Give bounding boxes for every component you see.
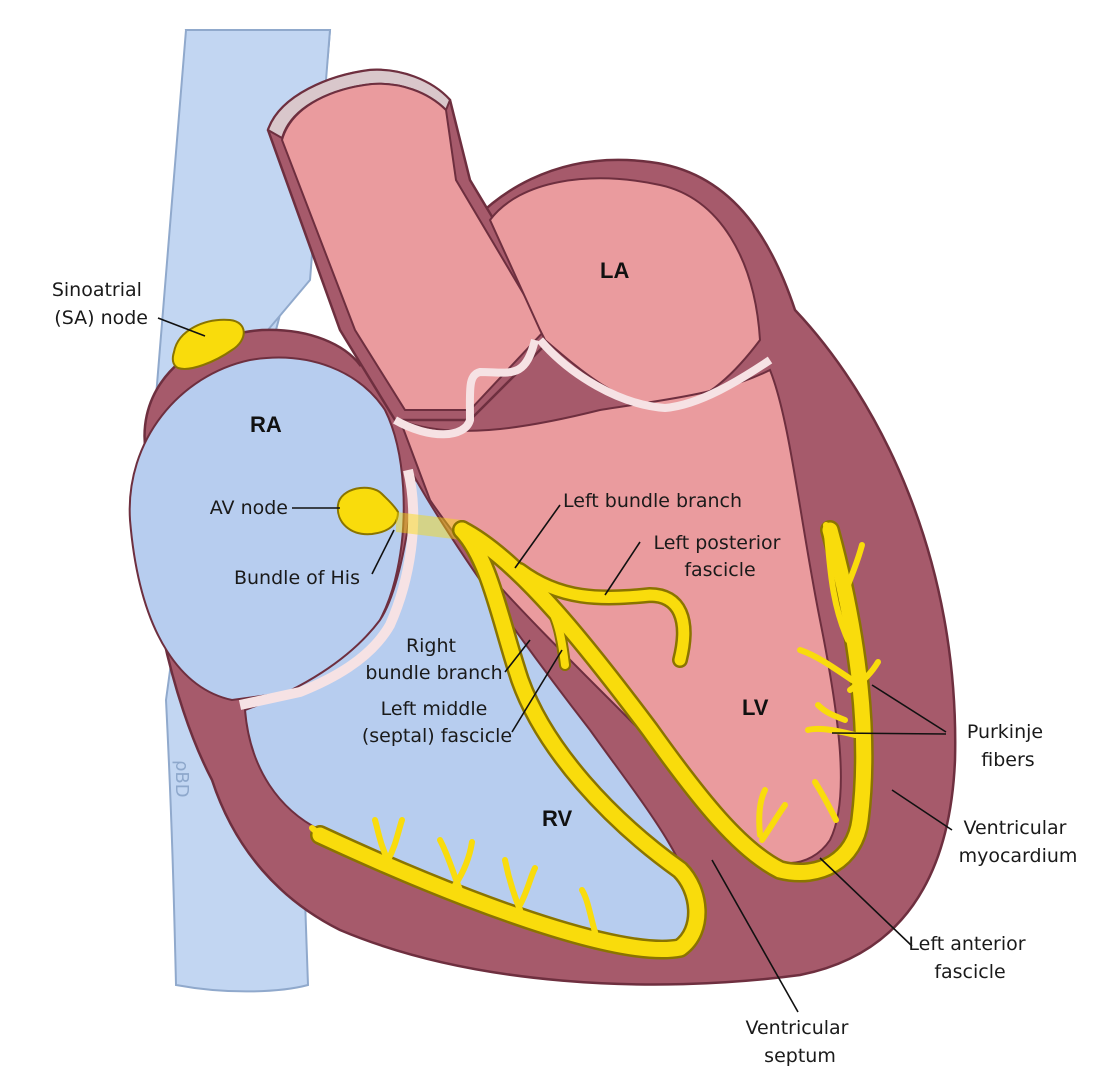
purkinje-twigs-rv xyxy=(309,817,598,935)
right-bundle-branch-path xyxy=(312,522,705,958)
chamber-label-lv: LV xyxy=(742,695,769,720)
leader-bundle-his xyxy=(371,529,395,575)
sa-node-shape xyxy=(171,318,245,370)
callout-labels: Sinoatrial (SA) node AV node Bundle of H… xyxy=(52,279,1078,1067)
chamber-label-la: LA xyxy=(600,258,629,283)
artist-signature: ρBD xyxy=(171,760,192,798)
label-purkinje-fibers: Purkinje fibers xyxy=(967,721,1049,771)
valve-mitral xyxy=(536,337,773,413)
leader-left-anterior xyxy=(819,857,913,947)
leader-left-middle xyxy=(511,649,563,733)
chamber-label-rv: RV xyxy=(542,806,572,831)
av-node-shape xyxy=(336,486,400,536)
label-right-bundle-branch: Right bundle branch xyxy=(365,635,502,684)
label-av-node: AV node xyxy=(210,497,288,519)
aorta-lumen xyxy=(280,82,547,411)
interatrial-septum xyxy=(238,468,419,710)
bundle-of-his-shape xyxy=(396,512,462,540)
leader-myocardium xyxy=(891,789,953,831)
leader-lines xyxy=(157,317,953,1013)
leader-purkinje-2 xyxy=(831,732,947,735)
left-middle-fascicle-path xyxy=(541,596,569,669)
label-left-anterior-fascicle: Left anterior fascicle xyxy=(908,933,1031,983)
left-posterior-fascicle-path xyxy=(514,564,690,666)
label-sa-node: Sinoatrial (SA) node xyxy=(52,279,148,329)
leader-septum xyxy=(711,859,799,1013)
leader-right-bundle xyxy=(504,639,531,673)
label-left-bundle-branch: Left bundle branch xyxy=(563,490,742,512)
label-ventricular-myocardium: Ventricular myocardium xyxy=(959,817,1078,867)
left-bundle-branch-path xyxy=(454,522,872,881)
valve-aortic xyxy=(393,338,539,439)
conduction-system xyxy=(309,520,881,960)
label-bundle-his: Bundle of His xyxy=(234,567,360,589)
leader-sa-node xyxy=(157,317,206,337)
leader-left-bundle xyxy=(514,504,561,569)
label-left-middle-fascicle: Left middle (septal) fascicle xyxy=(362,698,512,747)
label-ventricular-septum: Ventricular septum xyxy=(745,1017,854,1067)
chamber-label-ra: RA xyxy=(250,412,282,437)
leader-purkinje-1 xyxy=(871,684,947,733)
label-left-posterior-fascicle: Left posterior fascicle xyxy=(653,532,786,581)
right-atrium xyxy=(128,356,405,702)
leader-left-posterior xyxy=(604,541,641,596)
